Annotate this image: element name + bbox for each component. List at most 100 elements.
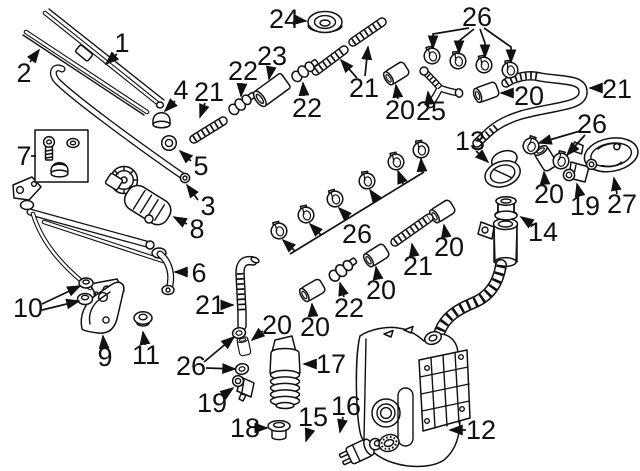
callout-label-4: 4 [173, 75, 188, 105]
callout-13-12[interactable]: 13 [455, 126, 490, 164]
callout-label-19: 19 [570, 191, 600, 221]
part-2-wiper-blade-refill [22, 29, 150, 116]
callout-label-20: 20 [300, 312, 330, 342]
callout-3-2[interactable]: 3 [185, 183, 216, 221]
callout-label-21: 21 [349, 73, 379, 103]
callout-label-1: 1 [114, 28, 129, 58]
callout-7-6[interactable]: 7 [16, 141, 36, 171]
callout-6-5[interactable]: 6 [173, 258, 207, 288]
callout-21-27[interactable]: 21 [194, 77, 224, 119]
callout-label-23: 23 [257, 41, 287, 71]
callout-14-13[interactable]: 14 [519, 216, 558, 247]
callout-label-20: 20 [514, 81, 544, 111]
callout-8-7[interactable]: 8 [172, 214, 205, 244]
callout-label-21: 21 [194, 77, 224, 107]
callout-26-39[interactable]: 26 [537, 109, 607, 157]
callout-label-9: 9 [97, 342, 112, 372]
callout-label-22: 22 [334, 293, 364, 323]
callout-20-22[interactable]: 20 [534, 170, 564, 209]
callout-1-0[interactable]: 1 [104, 28, 130, 66]
callout-label-25: 25 [416, 96, 446, 126]
callout-21-28[interactable]: 21 [339, 45, 379, 103]
callout-16-15[interactable]: 16 [331, 391, 361, 434]
callout-label-13: 13 [455, 126, 485, 156]
callout-5-4[interactable]: 5 [178, 149, 209, 181]
callout-label-10: 10 [13, 293, 43, 323]
callout-label-20: 20 [434, 232, 464, 262]
part-9-mount-bracket [80, 281, 125, 334]
callout-20-25[interactable]: 20 [300, 302, 330, 342]
part-19-elbow-connector-right [562, 161, 590, 183]
callout-26-40[interactable]: 26 [281, 157, 428, 255]
callout-4-3[interactable]: 4 [163, 75, 189, 113]
part-18-pump-grommet [267, 419, 291, 441]
callout-20-21[interactable]: 20 [499, 81, 544, 111]
part-23-tube [252, 72, 291, 108]
callout-10-9[interactable]: 10 [13, 285, 82, 323]
callout-label-16: 16 [331, 391, 361, 421]
callout-label-20: 20 [385, 95, 415, 125]
callout-label-15: 15 [298, 402, 328, 432]
part-24-grommet [307, 10, 343, 34]
callout-label-26: 26 [176, 351, 206, 381]
callout-label-24: 24 [269, 4, 299, 34]
part-14-reservoir-grommet [494, 196, 518, 221]
callout-label-20: 20 [262, 310, 292, 340]
part-12-washer-reservoir [355, 196, 519, 468]
callout-17-16[interactable]: 17 [302, 349, 346, 379]
callout-22-32[interactable]: 22 [228, 56, 258, 98]
part-21-hoses [189, 17, 588, 331]
callout-label-14: 14 [528, 217, 558, 247]
part-27-washer-nozzle [571, 137, 639, 173]
callout-label-18: 18 [230, 413, 260, 443]
callout-label-11: 11 [132, 340, 160, 370]
part-19-elbow-connector-left [231, 374, 255, 402]
callout-26-38[interactable]: 26 [427, 2, 517, 64]
callout-label-21: 21 [602, 74, 632, 104]
part-13-pump-cap [484, 149, 521, 188]
callout-19-18[interactable]: 19 [197, 387, 235, 418]
callout-label-20: 20 [366, 275, 396, 305]
callout-19-19[interactable]: 19 [570, 182, 600, 221]
part-5-spindle-nut [160, 134, 178, 152]
callout-20-20[interactable]: 20 [385, 83, 415, 125]
callout-22-33[interactable]: 22 [292, 81, 322, 123]
callout-21-30[interactable]: 21 [403, 242, 433, 281]
callout-26-41[interactable]: 26 [176, 335, 237, 381]
callout-label-22: 22 [292, 93, 322, 123]
callout-label-3: 3 [200, 191, 215, 221]
callout-18-17[interactable]: 18 [230, 413, 269, 443]
callout-25-37[interactable]: 25 [416, 90, 446, 126]
part-17-washer-pump [269, 335, 301, 410]
part-7-hardware-kit-box [34, 129, 89, 183]
callout-label-27: 27 [607, 189, 637, 219]
callout-11-10[interactable]: 11 [132, 330, 160, 370]
callout-label-20: 20 [534, 179, 564, 209]
callout-label-7: 7 [16, 141, 31, 171]
part-11-flange-nut [133, 311, 153, 327]
callout-label-26: 26 [342, 219, 372, 249]
callout-label-5: 5 [193, 151, 208, 181]
callout-20-23[interactable]: 20 [434, 223, 464, 262]
part-15-level-sensor [338, 437, 382, 466]
callout-21-29[interactable]: 21 [588, 74, 632, 104]
callout-label-6: 6 [191, 258, 206, 288]
callout-label-26: 26 [462, 2, 492, 32]
callout-20-24[interactable]: 20 [366, 265, 396, 305]
callout-20-26[interactable]: 20 [250, 310, 292, 342]
callout-9-8[interactable]: 9 [97, 334, 113, 372]
callout-27-42[interactable]: 27 [607, 176, 637, 219]
callout-label-8: 8 [189, 214, 204, 244]
callout-15-14[interactable]: 15 [298, 402, 328, 443]
part-3-wiper-arm [49, 64, 191, 184]
part-8-wiper-motor [104, 165, 172, 226]
callout-23-35[interactable]: 23 [257, 41, 287, 81]
callout-22-34[interactable]: 22 [334, 281, 364, 323]
callout-12-11[interactable]: 12 [448, 415, 496, 445]
callout-21-31[interactable]: 21 [195, 290, 235, 320]
callout-24-36[interactable]: 24 [269, 4, 308, 34]
callout-2-1[interactable]: 2 [16, 48, 41, 88]
callout-label-12: 12 [466, 415, 496, 445]
callout-label-19: 19 [197, 388, 227, 418]
